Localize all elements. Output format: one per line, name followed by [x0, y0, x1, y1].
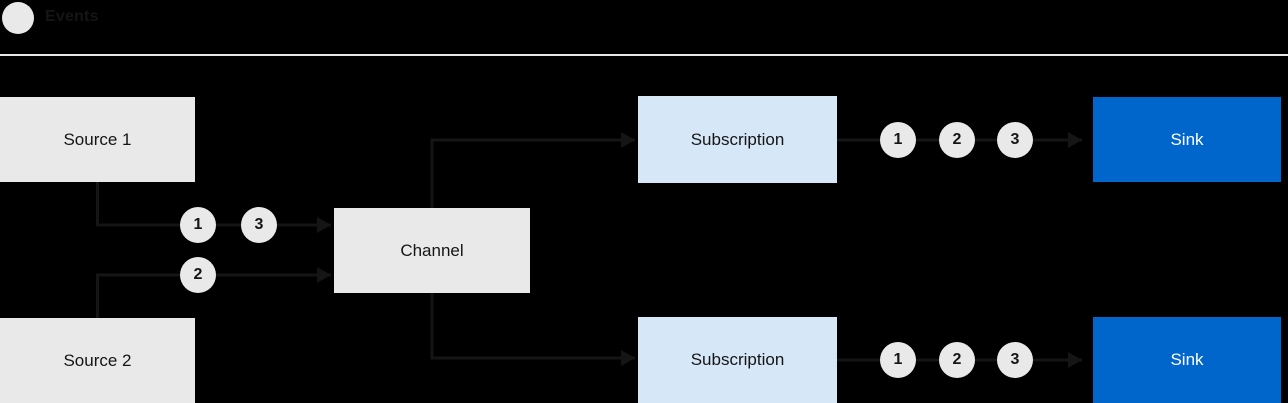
sink2-node: Sink: [1093, 317, 1281, 403]
source2-node: Source 2: [0, 318, 195, 403]
event-badge-sub1-3: 3: [997, 122, 1033, 158]
subscription1-node: Subscription: [638, 96, 837, 183]
event-badge-sub2-3: 3: [997, 342, 1033, 378]
channel-node: Channel: [334, 208, 530, 293]
event-badge-sub1-1: 1: [880, 122, 916, 158]
connector-channel-to-subscription1: [430, 132, 635, 208]
connector-channel-to-subscription2: [430, 293, 635, 366]
legend-label: Events: [45, 8, 99, 25]
legend-divider: [0, 54, 1288, 56]
source1-node: Source 1: [0, 97, 195, 182]
event-badge-source1-3: 3: [241, 207, 277, 243]
event-badge-sub2-1: 1: [880, 342, 916, 378]
event-badge-sub1-2: 2: [939, 122, 975, 158]
subscription2-node: Subscription: [638, 317, 837, 403]
event-badge-source1-1: 1: [180, 207, 216, 243]
event-badge-sub2-2: 2: [939, 342, 975, 378]
connector-source2-to-channel: [96, 267, 331, 318]
legend-event-icon: [2, 2, 34, 34]
sink1-node: Sink: [1093, 97, 1281, 182]
event-badge-source2-2: 2: [180, 257, 216, 293]
